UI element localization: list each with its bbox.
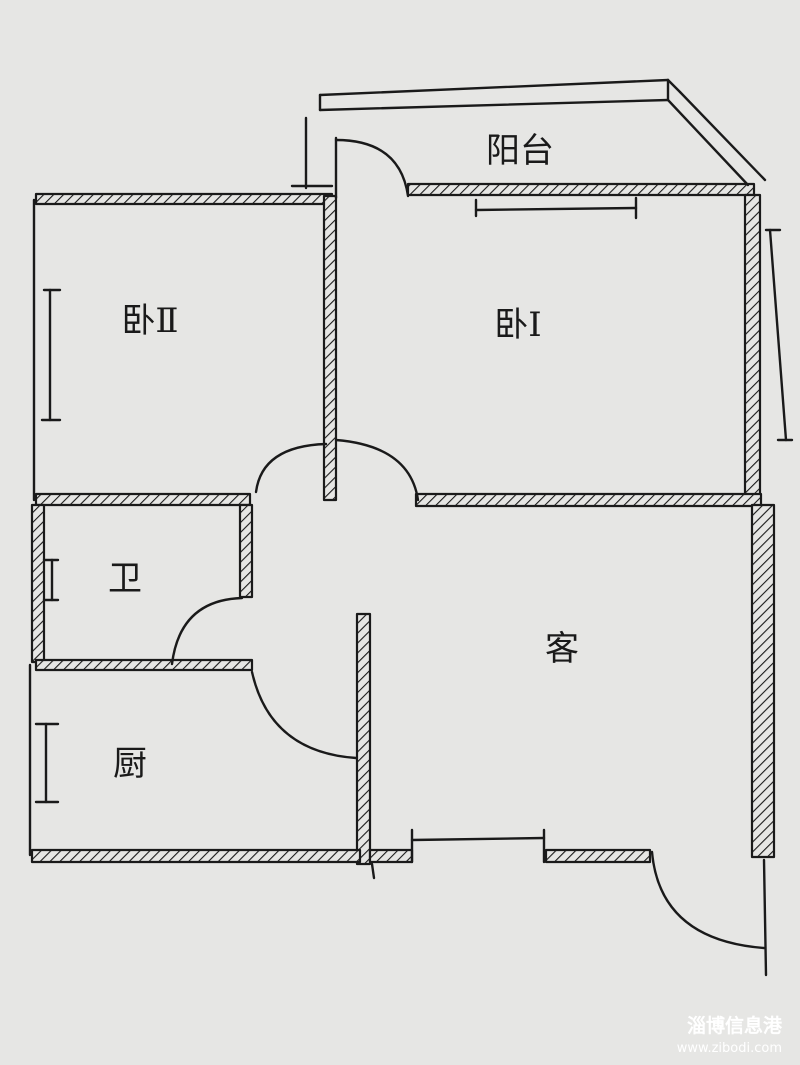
bedroom2-door-swing [254, 442, 328, 494]
entry-door-leaf [762, 858, 768, 977]
room-label-living: 客 [545, 629, 579, 669]
balcony-rail-diagonal-inner [666, 98, 750, 187]
bathroom-door-swing [170, 596, 244, 666]
wall-bedrooms-partition [322, 194, 338, 502]
wall-bedroom1-right [743, 193, 762, 497]
room-label-bedroom1: 卧Ⅰ [494, 305, 541, 345]
wall-bathroom-top [34, 492, 252, 507]
bedroom1-door-swing [334, 438, 420, 502]
watermark-url: www.zibodi.com [677, 1041, 782, 1056]
wall-bedroom1-top [406, 182, 756, 197]
wall-bathroom-left [30, 503, 46, 664]
wall-bedroom1-bottom [414, 492, 763, 508]
wall-kitchen-living [355, 612, 372, 866]
room-label-balcony: 阳台 [486, 131, 554, 171]
wall-bedroom2-top [34, 192, 334, 206]
balcony-rail-corner [666, 78, 682, 94]
room-label-bedroom2: 卧Ⅱ [121, 301, 178, 341]
kitchen-door-swing [250, 670, 358, 760]
balcony-door-swing [334, 138, 410, 198]
watermark-title: 淄博信息港 [687, 1014, 783, 1037]
balcony-rail-top-inner [318, 98, 670, 112]
room-label-bathroom: 卫 [108, 559, 142, 599]
wall-living-right [750, 503, 776, 859]
wall-bottom-right [544, 848, 652, 864]
wall-tick-bottom [370, 862, 376, 880]
wall-bathroom-kitchen [34, 658, 254, 672]
wall-bathroom-right [238, 503, 254, 599]
balcony-rail-top-outer [318, 78, 670, 97]
window-bedroom1-top-pane [474, 206, 638, 212]
wall-bottom-left [30, 848, 362, 864]
balcony-rail-diagonal-outer [678, 90, 767, 182]
wall-bottom-mid [368, 848, 414, 864]
window-living-pane [410, 836, 546, 842]
entry-door-swing [650, 850, 766, 950]
room-label-kitchen: 厨 [113, 744, 147, 784]
window-bedroom1-right-pane [768, 228, 788, 442]
